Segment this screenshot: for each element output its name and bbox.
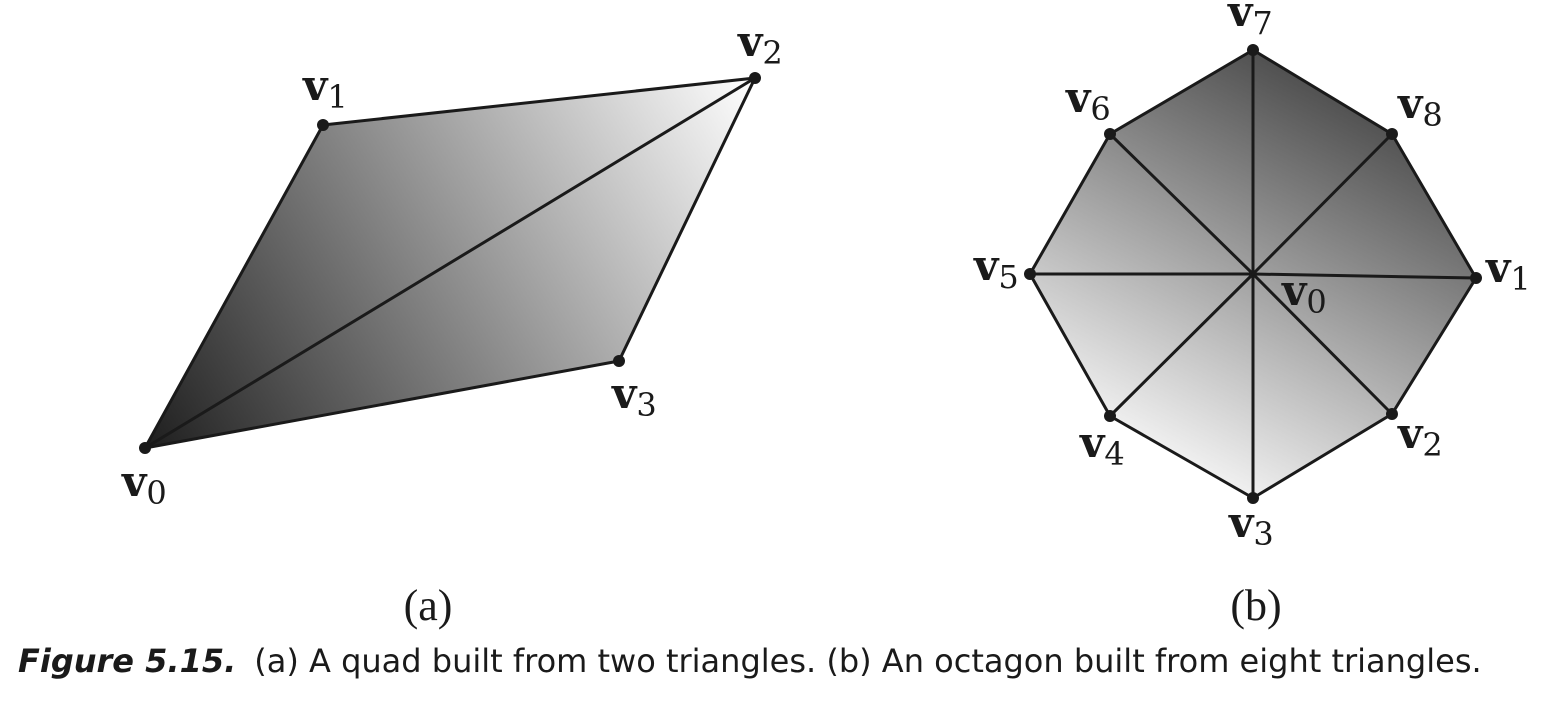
vertex-b-2 [1386, 408, 1398, 420]
vertex-b-5 [1024, 268, 1036, 280]
vertex-b-8 [1386, 128, 1398, 140]
caption-text: (a) A quad built from two triangles. (b)… [254, 642, 1482, 680]
spoke-v0-v8 [1251, 132, 1394, 276]
vertex-label-b-8: v8 [1397, 79, 1443, 134]
quad-diagonal [143, 76, 757, 450]
vertex-label-a-3: v3 [611, 369, 657, 424]
vertex-b-7 [1247, 44, 1259, 56]
vertex-label-b-5: v5 [973, 241, 1019, 296]
vertex-label-b-2: v2 [1397, 409, 1443, 464]
vertex-label-b-4: v4 [1079, 418, 1125, 473]
spoke-v0-v4 [1108, 272, 1255, 418]
vertex-label-b-6: v6 [1065, 73, 1111, 128]
vertex-b-3 [1247, 492, 1259, 504]
diagram-b-octagon: v0 v1 v2 v3 v4 v5 v6 v7 v8 (b) [973, 0, 1531, 630]
vertex-label-a-0: v0 [121, 457, 167, 512]
spoke-v0-v6 [1108, 132, 1255, 276]
vertex-label-a-2: v2 [737, 17, 783, 72]
panel-label-b: (b) [1230, 581, 1281, 630]
figure-caption: Figure 5.15. (a) A quad built from two tr… [18, 642, 1482, 680]
vertex-a-3 [613, 355, 625, 367]
figure-number: Figure 5.15. [18, 642, 237, 680]
diagram-a-quad: v0 v1 v2 v3 (a) [121, 17, 783, 630]
vertex-b-6 [1104, 128, 1116, 140]
vertex-b-1 [1470, 272, 1482, 284]
vertex-label-b-0: v0 [1281, 266, 1327, 321]
panel-label-a: (a) [404, 581, 453, 630]
vertex-label-a-1: v1 [302, 61, 348, 116]
vertex-label-b-7: v7 [1227, 0, 1273, 42]
vertex-b-4 [1104, 410, 1116, 422]
vertex-a-2 [749, 72, 761, 84]
spoke-v0-v2 [1251, 272, 1394, 416]
spoke-v0-v1 [1251, 272, 1478, 280]
vertex-a-1 [317, 119, 329, 131]
vertex-label-b-1: v1 [1485, 243, 1531, 298]
vertex-a-0 [139, 442, 151, 454]
vertex-label-b-3: v3 [1228, 498, 1274, 553]
